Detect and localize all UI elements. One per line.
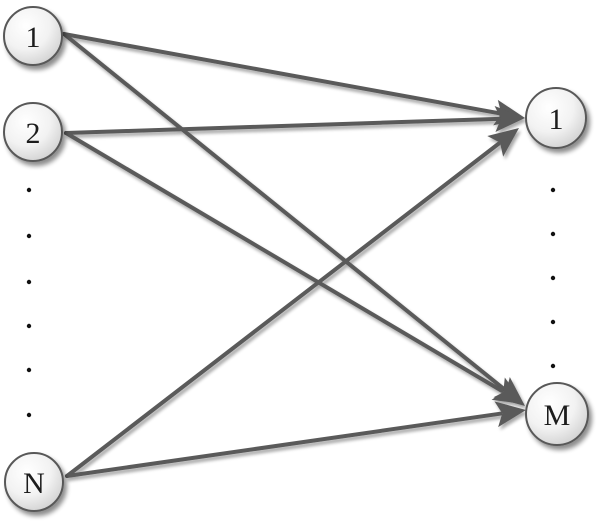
edge-line (64, 116, 502, 135)
node-label: 1 (549, 103, 564, 136)
ellipsis-dot (26, 233, 32, 239)
edge-ln-rm (65, 401, 526, 478)
ellipsis-dot (26, 279, 32, 285)
edge-ln-r1 (65, 128, 519, 478)
ellipsis-dot (26, 187, 32, 193)
node-circle (3, 6, 63, 66)
ellipsis-dot (550, 231, 556, 237)
edges (62, 32, 526, 478)
arrowhead (494, 401, 526, 428)
edge-line (65, 411, 503, 478)
ellipsis-dot (550, 319, 556, 325)
node-left-1: 1 (3, 6, 63, 66)
arrowhead (494, 105, 525, 132)
ellipsis-dot (550, 363, 556, 369)
left-ellipsis (26, 187, 32, 418)
arrowhead (491, 377, 524, 404)
ellipsis-dot (26, 367, 32, 373)
edge-line (64, 131, 504, 393)
node-circle (525, 382, 589, 446)
node-circle (3, 102, 63, 162)
ellipsis-dot (550, 275, 556, 281)
node-right-1: 1 (525, 87, 587, 149)
node-circle (525, 87, 587, 149)
edge-line (65, 141, 501, 478)
edge-l1-r1 (62, 32, 525, 126)
node-circle (4, 452, 64, 512)
ellipsis-dot (550, 187, 556, 193)
node-label: N (23, 467, 45, 500)
edge-l2-r1 (64, 105, 525, 135)
node-label: 1 (26, 21, 41, 54)
node-label: 2 (26, 117, 41, 150)
node-left-2: 2 (3, 102, 63, 162)
edge-l1-rm (62, 32, 525, 406)
edge-line (62, 32, 507, 392)
edge-line (62, 32, 502, 116)
right-ellipsis (550, 143, 556, 369)
node-label: M (544, 399, 571, 432)
node-right-m: M (525, 382, 589, 446)
ellipsis-dot (26, 412, 32, 418)
node-left-n: N (4, 452, 64, 512)
arrowhead (487, 128, 519, 157)
edge-l2-rm (64, 131, 524, 404)
ellipsis-dot (26, 323, 32, 329)
